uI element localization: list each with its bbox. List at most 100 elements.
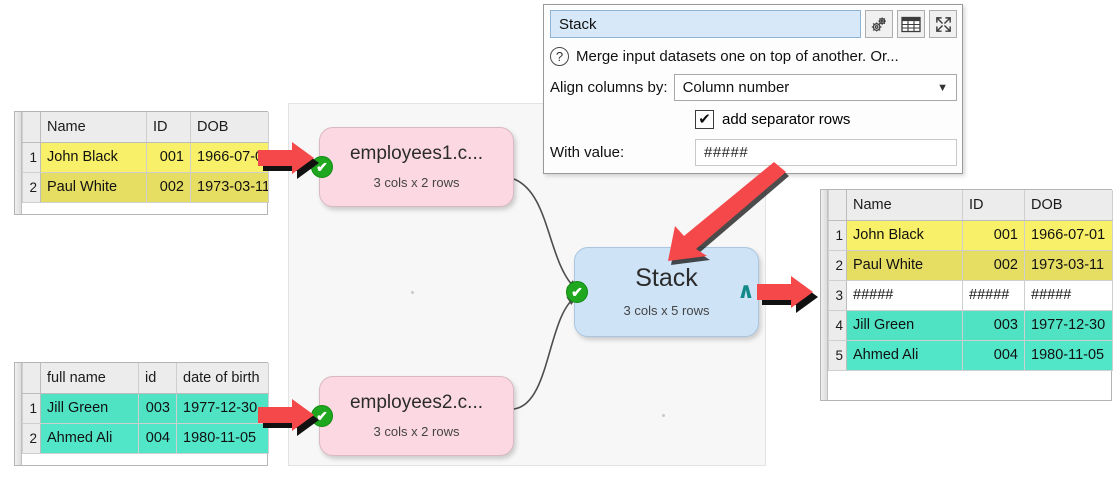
cell-name[interactable]: Ahmed Ali (846, 339, 963, 371)
check-glyph: ✔ (316, 408, 328, 424)
cell-dob[interactable]: 1973-03-11 (1024, 249, 1113, 281)
cell-name[interactable]: John Black (40, 141, 147, 173)
table-header-row: full name id date of birth (22, 363, 269, 394)
employees2-table[interactable]: full name id date of birth 1 Jill Green … (14, 362, 269, 466)
add-separator-rows-row[interactable]: ✔ add separator rows (550, 110, 957, 129)
column-header[interactable]: id (138, 363, 177, 394)
cell-id[interactable]: 001 (146, 141, 191, 173)
table-row[interactable]: 2 Paul White 002 1973-03-11 (22, 171, 269, 203)
stack-output-table[interactable]: Name ID DOB 1 John Black 001 1966-07-01 … (820, 189, 1113, 401)
check-glyph: ✔ (698, 111, 711, 128)
table-row[interactable]: 2 Paul White 002 1973-03-11 (828, 249, 1113, 281)
node-subtitle: 3 cols x 2 rows (373, 424, 460, 439)
rownum-header (22, 112, 41, 143)
rownum-header (828, 190, 847, 221)
column-header[interactable]: DOB (1024, 190, 1113, 221)
table-row[interactable]: 1 John Black 001 1966-07-01 (22, 141, 269, 173)
table-header-row: Name ID DOB (828, 190, 1113, 221)
table-row[interactable]: 1 John Black 001 1966-07-01 (828, 219, 1113, 251)
cell-name[interactable]: Jill Green (40, 392, 139, 424)
node-employees2[interactable]: employees2.c... 3 cols x 2 rows (319, 376, 514, 456)
cell-dob[interactable]: 1973-03-11 (190, 171, 269, 203)
node-title: employees2.c... (349, 392, 484, 413)
dialog-toolbar: Stack (550, 10, 957, 38)
node-status-ok-icon: ✔ (311, 156, 333, 178)
cell-id[interactable]: 002 (962, 249, 1025, 281)
cell-dob[interactable]: 1977-12-30 (1024, 309, 1113, 341)
cell-id[interactable]: 002 (146, 171, 191, 203)
table-row-separator[interactable]: 3 ##### ##### ##### (828, 279, 1113, 311)
table-icon (901, 16, 921, 32)
align-columns-value: Column number (682, 79, 790, 96)
node-title: employees1.c... (349, 143, 484, 164)
cell-dob[interactable]: 1966-07-01 (1024, 219, 1113, 251)
table-view-button[interactable] (897, 10, 925, 38)
description-text: Merge input datasets one on top of anoth… (576, 48, 899, 65)
cell-id[interactable]: 004 (962, 339, 1025, 371)
item-name-input[interactable]: Stack (550, 10, 861, 38)
column-header[interactable]: Name (846, 190, 963, 221)
row-number: 1 (828, 219, 847, 251)
node-subtitle: 3 cols x 5 rows (623, 303, 710, 318)
expand-icon (935, 16, 951, 32)
node-subtitle: 3 cols x 2 rows (373, 175, 460, 190)
node-employees1[interactable]: employees1.c... 3 cols x 2 rows (319, 127, 514, 207)
cell-id[interactable]: 001 (962, 219, 1025, 251)
cell-dob[interactable]: ##### (1024, 279, 1113, 311)
column-header[interactable]: full name (40, 363, 139, 394)
cell-name[interactable]: Ahmed Ali (40, 422, 139, 454)
cell-dob[interactable]: 1977-12-30 (176, 392, 269, 424)
cell-name[interactable]: Paul White (846, 249, 963, 281)
table-row[interactable]: 5 Ahmed Ali 004 1980-11-05 (828, 339, 1113, 371)
cell-id[interactable]: ##### (962, 279, 1025, 311)
table-row[interactable]: 4 Jill Green 003 1977-12-30 (828, 309, 1113, 341)
add-separator-rows-label: add separator rows (722, 111, 851, 128)
column-header[interactable]: Name (40, 112, 147, 143)
table-row[interactable]: 1 Jill Green 003 1977-12-30 (22, 392, 269, 424)
cell-id[interactable]: 003 (138, 392, 177, 424)
dialog-description: ? Merge input datasets one on top of ano… (550, 47, 957, 66)
row-number: 4 (828, 309, 847, 341)
question-mark-icon[interactable]: ? (550, 47, 569, 66)
cell-id[interactable]: 003 (962, 309, 1025, 341)
with-value-text: ##### (704, 144, 749, 161)
table-left-gutter (15, 112, 22, 214)
cell-dob[interactable]: 1980-11-05 (176, 422, 269, 454)
employees1-table[interactable]: Name ID DOB 1 John Black 001 1966-07-01 … (14, 111, 269, 215)
node-stack[interactable]: Stack 3 cols x 5 rows (574, 247, 759, 337)
settings-button[interactable] (865, 10, 893, 38)
table-row[interactable]: 2 Ahmed Ali 004 1980-11-05 (22, 422, 269, 454)
row-number: 1 (22, 141, 41, 173)
table-header-row: Name ID DOB (22, 112, 269, 143)
with-value-row: With value: ##### (550, 139, 957, 166)
column-header[interactable]: ID (146, 112, 191, 143)
column-header[interactable]: date of birth (176, 363, 269, 394)
canvas-grid-dot (411, 291, 414, 294)
align-columns-row: Align columns by: Column number ▼ (550, 74, 957, 101)
add-separator-rows-checkbox[interactable]: ✔ (695, 110, 714, 129)
cell-name[interactable]: ##### (846, 279, 963, 311)
cell-name[interactable]: John Black (846, 219, 963, 251)
stack-properties-dialog[interactable]: Stack (543, 4, 963, 174)
align-columns-select[interactable]: Column number ▼ (673, 74, 957, 101)
table-left-gutter (15, 363, 22, 465)
gears-icon (871, 16, 886, 31)
with-value-input[interactable]: ##### (695, 139, 957, 166)
cell-dob[interactable]: 1966-07-01 (190, 141, 269, 173)
column-header[interactable]: DOB (190, 112, 269, 143)
cell-name[interactable]: Paul White (40, 171, 147, 203)
node-status-ok-icon: ✔ (566, 281, 588, 303)
chevron-up-icon[interactable]: ∧ (737, 279, 755, 304)
row-number: 1 (22, 392, 41, 424)
column-header[interactable]: ID (962, 190, 1025, 221)
cell-dob[interactable]: 1980-11-05 (1024, 339, 1113, 371)
cell-id[interactable]: 004 (138, 422, 177, 454)
row-number: 5 (828, 339, 847, 371)
chevron-down-icon: ▼ (937, 81, 948, 94)
cell-name[interactable]: Jill Green (846, 309, 963, 341)
expand-button[interactable] (929, 10, 957, 38)
check-glyph: ✔ (316, 159, 328, 175)
check-glyph: ✔ (571, 284, 583, 300)
row-number: 2 (22, 171, 41, 203)
